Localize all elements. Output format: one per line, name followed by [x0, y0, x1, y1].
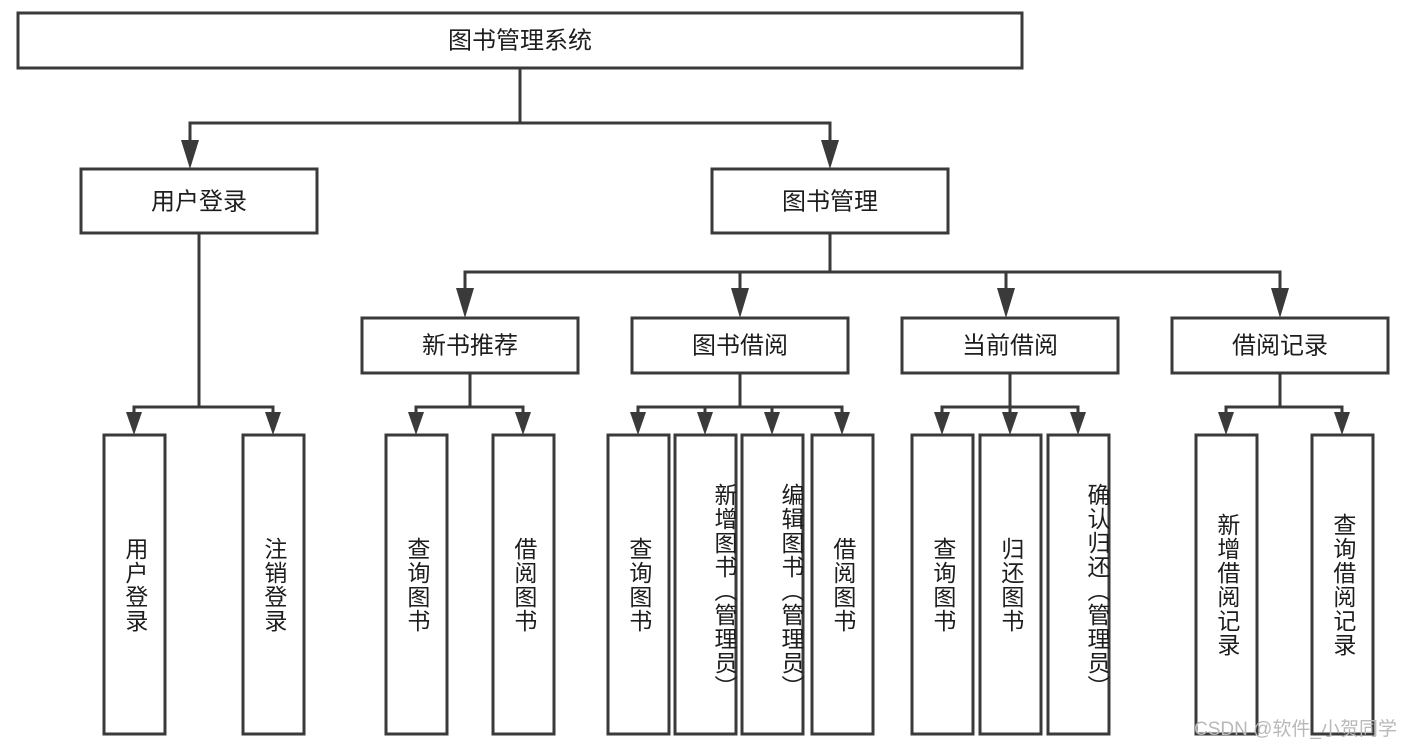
- node-current-borrow-label: 当前借阅: [962, 332, 1058, 359]
- leaf-bb-edit-book[interactable]: [740, 433, 805, 736]
- leaf-bb-borrow-book[interactable]: [810, 433, 875, 736]
- leaf-nb-query-book[interactable]: [384, 433, 449, 736]
- arrow-cb-return: [1002, 412, 1018, 435]
- level3-nodes: 新书推荐 图书借阅 当前借阅 借阅记录: [360, 316, 1390, 375]
- edges-userlogin-to-leaves: [126, 231, 281, 435]
- arrow-leaf-logout: [265, 412, 281, 435]
- arrow-borrow-record: [1271, 288, 1289, 318]
- arrow-cb-confirm: [1070, 412, 1086, 435]
- arrow-new-book: [456, 288, 474, 318]
- csdn-watermark: CSDN @软件_小贺同学: [1194, 719, 1397, 740]
- node-borrow-record[interactable]: [1170, 316, 1390, 375]
- leaf-nodes: [102, 433, 1375, 736]
- arrow-book-borrow: [731, 288, 749, 318]
- edges-record-to-leaves: [1218, 371, 1350, 435]
- arrow-cb-query: [934, 412, 950, 435]
- edges-bookmgmt-to-level3: [456, 231, 1289, 318]
- arrow-nb-borrow: [515, 412, 531, 435]
- leaf-user-login[interactable]: [102, 433, 167, 736]
- edges-newbook-to-leaves: [408, 371, 531, 435]
- arrow-bb-edit: [764, 412, 780, 435]
- leaf-bb-add-book[interactable]: [673, 433, 738, 736]
- arrow-bb-borrow: [834, 412, 850, 435]
- node-new-book-recommend[interactable]: [360, 316, 580, 375]
- leaf-cb-return-book[interactable]: [978, 433, 1043, 736]
- arrow-bb-add: [697, 412, 713, 435]
- node-user-login[interactable]: [79, 167, 319, 235]
- arrow-bb-query: [630, 412, 646, 435]
- node-current-borrow[interactable]: [900, 316, 1120, 375]
- node-borrow-record-label: 借阅记录: [1232, 332, 1328, 359]
- node-book-management-label: 图书管理: [782, 188, 878, 215]
- leaf-logout[interactable]: [241, 433, 306, 736]
- arrow-br-query: [1334, 412, 1350, 435]
- node-root-system-label: 图书管理系统: [448, 27, 592, 54]
- arrow-user-login: [181, 140, 199, 169]
- arrow-br-add: [1218, 412, 1234, 435]
- arrow-nb-query: [408, 412, 424, 435]
- edges-root-to-level2: [181, 66, 839, 169]
- edges-bookborrow-to-leaves: [630, 371, 850, 435]
- edges-current-to-leaves: [934, 371, 1086, 435]
- arrow-current-borrow: [997, 288, 1015, 318]
- node-root-system[interactable]: [16, 11, 1024, 70]
- node-user-login-label: 用户登录: [151, 188, 247, 215]
- leaf-br-query-record[interactable]: [1310, 433, 1375, 736]
- arrow-leaf-user-login: [126, 412, 142, 435]
- node-new-book-recommend-label: 新书推荐: [422, 332, 518, 359]
- leaf-cb-query-book[interactable]: [910, 433, 975, 736]
- leaf-nb-borrow-book[interactable]: [491, 433, 556, 736]
- leaf-bb-query-book[interactable]: [606, 433, 671, 736]
- node-book-borrow[interactable]: [630, 316, 850, 375]
- leaf-cb-confirm-return[interactable]: [1046, 433, 1111, 736]
- leaf-br-add-record[interactable]: [1194, 433, 1259, 736]
- node-book-borrow-label: 图书借阅: [692, 332, 788, 359]
- level2-nodes: 用户登录 图书管理: [79, 167, 950, 235]
- root-node-group: 图书管理系统: [16, 11, 1024, 70]
- arrow-book-mgmt: [821, 140, 839, 169]
